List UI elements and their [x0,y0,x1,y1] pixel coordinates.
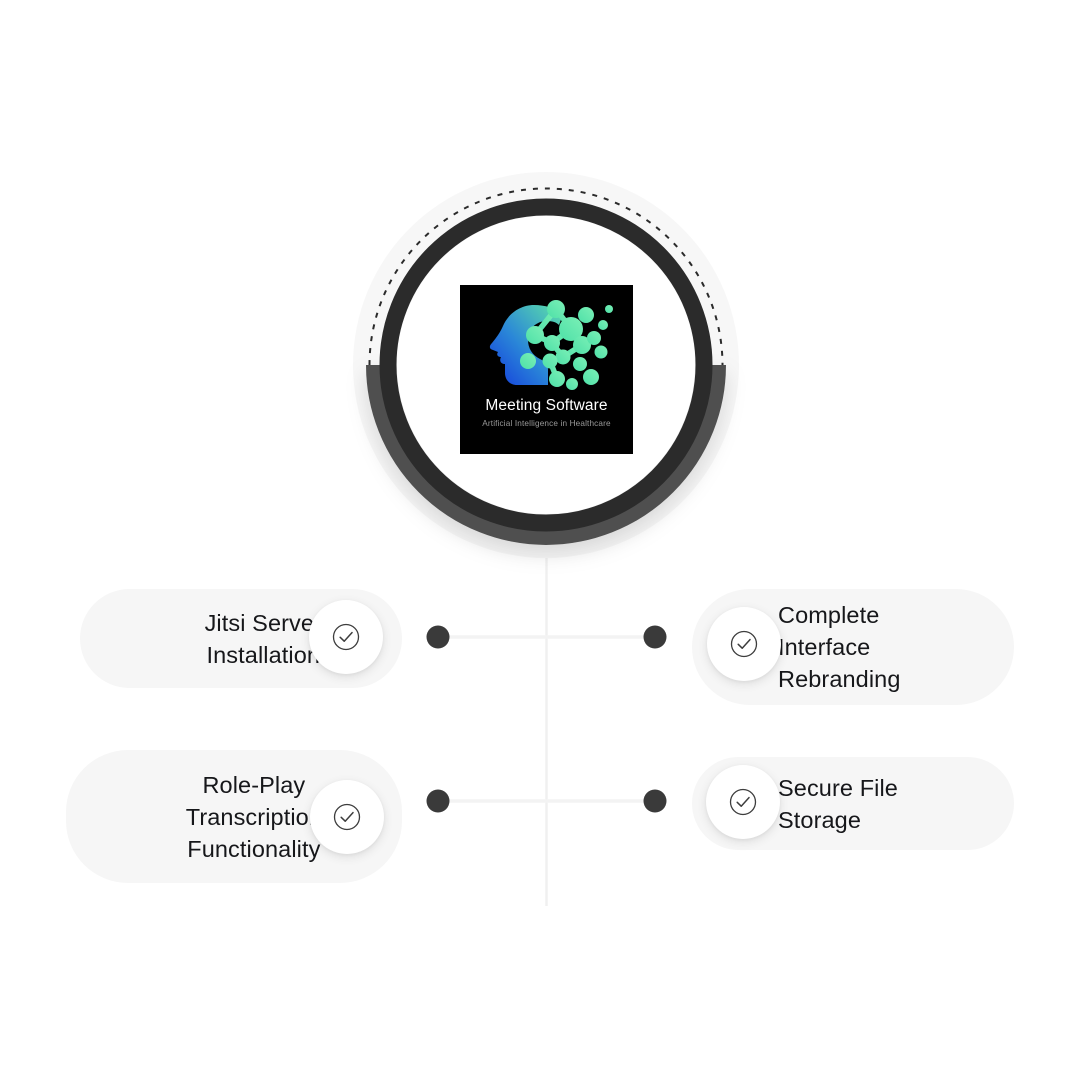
check-circle-icon [333,803,361,831]
feature-card-badge-complete-interface-rebranding[interactable] [707,607,781,681]
hub-ring-main [379,198,713,532]
check-circle-icon [730,630,758,658]
feature-card-badge-role-play-transcription-functionality[interactable] [310,780,384,854]
connector-node-right-bottom [643,789,667,813]
hub-logo-tile: Meeting Software Artificial Intelligence… [460,285,633,454]
connector-node-right-top [643,625,667,649]
feature-card-label: Jitsi Server Installation [204,609,322,668]
connector-node-left-bottom [426,789,450,813]
feature-card-label: Secure File Storage [778,774,898,833]
ai-head-network-icon [489,300,613,390]
central-hub: Meeting Software Artificial Intelligence… [353,172,739,558]
connector-node-left-top [426,625,450,649]
logo-title: Meeting Software [485,397,608,414]
feature-card-label: Role-Play Transcription Functionality [185,771,322,862]
feature-card-label: Complete Interface Rebranding [778,602,901,692]
check-circle-icon [729,788,757,816]
feature-card-badge-jitsi-server-installation[interactable] [309,600,383,674]
check-circle-icon [332,623,360,651]
logo-subtitle: Artificial Intelligence in Healthcare [482,419,611,428]
hub-dashed-arc [368,187,724,366]
feature-card-badge-secure-file-storage[interactable] [706,765,780,839]
